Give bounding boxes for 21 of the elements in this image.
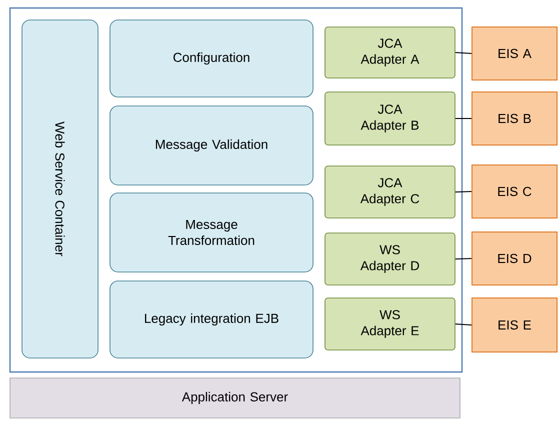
connector-line bbox=[454, 52, 472, 54]
module-box: Message Transformation bbox=[110, 192, 314, 272]
connector-line bbox=[454, 324, 472, 326]
connector-line bbox=[454, 118, 472, 119]
connector-line bbox=[454, 258, 472, 260]
server-box: Application Server bbox=[10, 378, 460, 418]
adapter-box: WS Adapter D bbox=[324, 232, 456, 286]
eis-box: EIS E bbox=[472, 298, 558, 352]
eis-box: EIS A bbox=[472, 26, 558, 80]
module-box: Configuration bbox=[110, 20, 314, 98]
eis-box: EIS D bbox=[472, 232, 558, 286]
adapter-box: WS Adapter E bbox=[324, 298, 456, 350]
module-box: Legacy integration EJB bbox=[110, 280, 314, 358]
adapter-box: JCA Adapter A bbox=[324, 26, 456, 78]
eis-box: EIS B bbox=[472, 92, 558, 146]
adapter-box: JCA Adapter C bbox=[324, 166, 456, 218]
module-box: Message Validation bbox=[110, 106, 314, 186]
connector-line bbox=[454, 191, 472, 192]
container-box: Web Service Container bbox=[22, 20, 98, 358]
adapter-box: JCA Adapter B bbox=[324, 92, 456, 146]
eis-box: EIS C bbox=[472, 164, 558, 218]
